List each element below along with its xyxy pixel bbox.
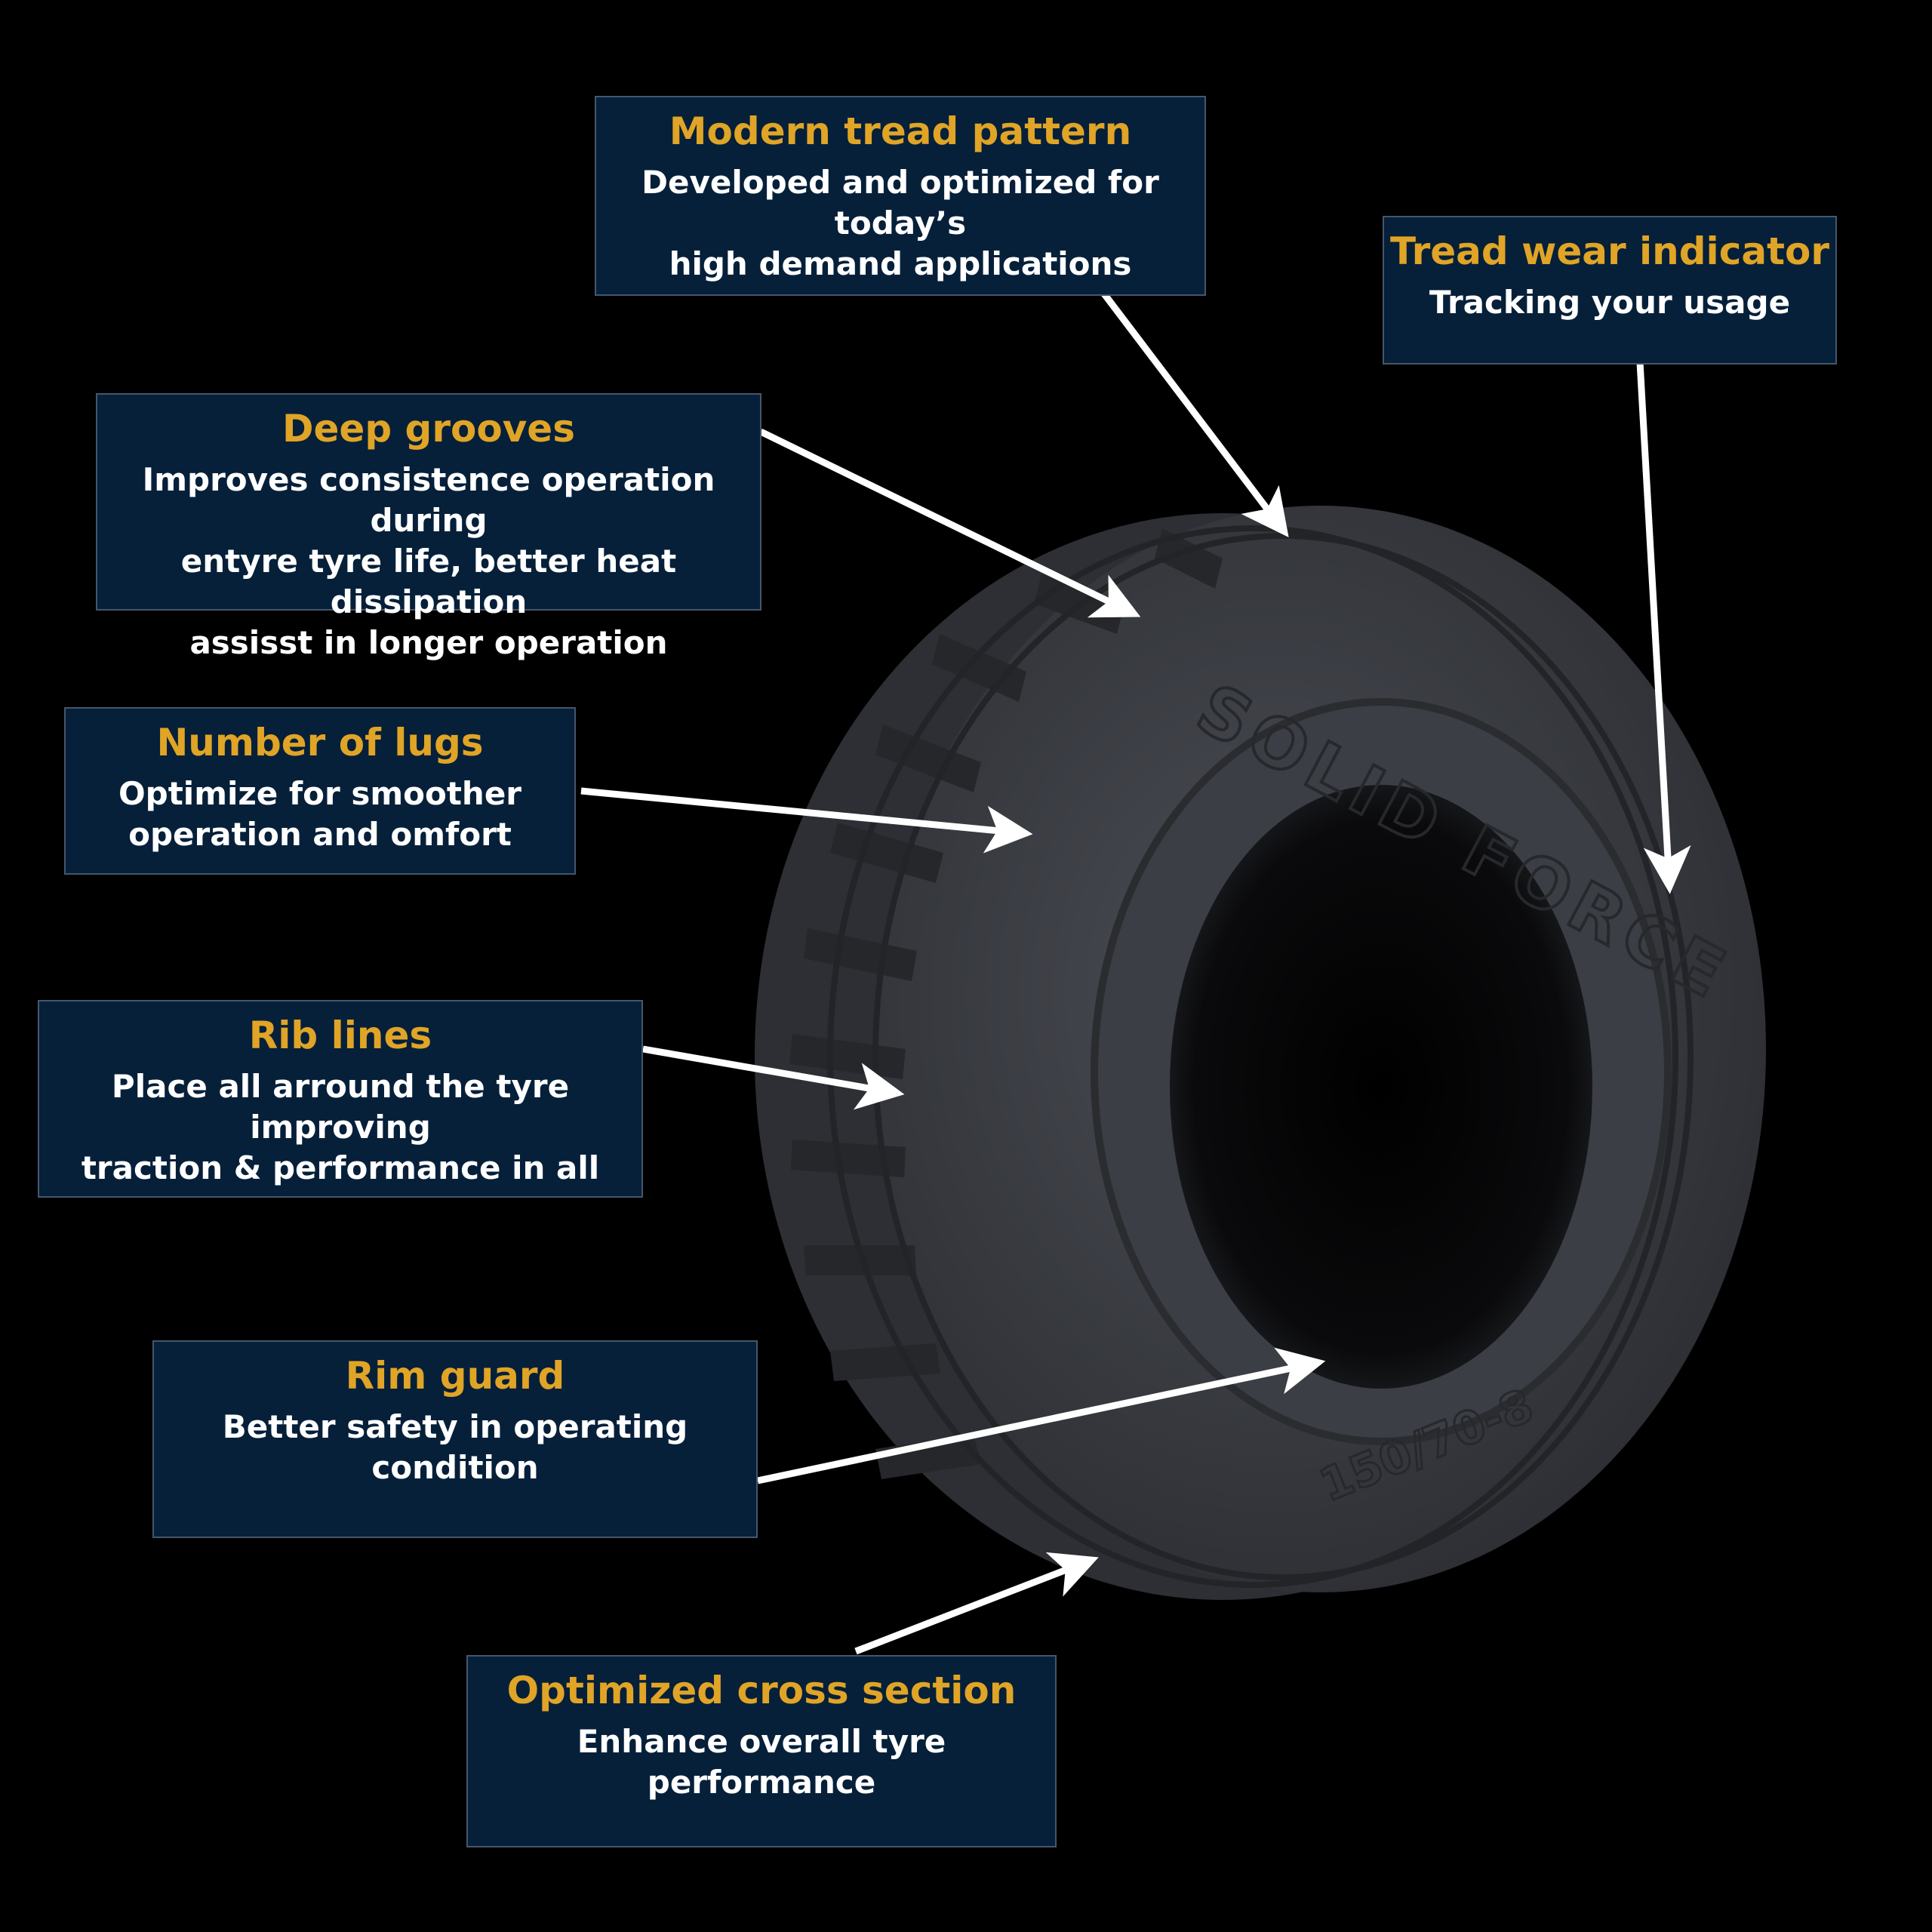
callout-optimized-cross-section: Optimized cross section Enhance overall … <box>466 1655 1057 1847</box>
arrow-deep-grooves <box>759 428 1141 618</box>
callout-modern-tread-pattern: Modern tread pattern Developed and optim… <box>595 96 1206 296</box>
callout-title: Optimized cross section <box>506 1669 1017 1712</box>
callout-title: Tread wear indicator <box>1390 229 1829 273</box>
callout-deep-grooves: Deep grooves Improves consistence operat… <box>96 393 761 661</box>
tyre: SOLID FORCE 150/70-8 <box>755 506 1766 1600</box>
callout-description: Tracking your usage <box>1429 284 1791 321</box>
callout-title: Rib lines <box>248 1014 432 1057</box>
callout-title: Deep grooves <box>282 407 575 451</box>
arrow-rim-guard <box>757 1347 1326 1484</box>
callout-title: Modern tread pattern <box>669 109 1132 153</box>
callout-description: Enhance overall tyre performance <box>577 1723 946 1801</box>
arrow-rib-lines <box>642 1045 905 1110</box>
arrow-cross-section <box>854 1552 1099 1655</box>
callout-description: Improves consistence operation during en… <box>142 461 715 661</box>
callout-title: Rim guard <box>345 1354 565 1398</box>
callout-rib-lines: Rib lines Place all arround the tyre imp… <box>38 1000 643 1198</box>
pointer-arrows <box>580 291 1691 1655</box>
callout-description: Place all arround the tyre improving tra… <box>81 1068 600 1186</box>
callout-number-of-lugs: Number of lugs Optimize for smoother ope… <box>64 707 576 875</box>
callout-description: Better safety in operating condition <box>222 1408 688 1486</box>
arrow-modern-tread <box>1100 291 1289 538</box>
callout-title: Number of lugs <box>156 721 484 764</box>
arrow-tread-wear <box>1636 361 1691 894</box>
callout-description: Developed and optimized for today’s high… <box>641 164 1159 282</box>
tyre-bore <box>1170 785 1592 1389</box>
callout-rim-guard: Rim guard Better safety in operating con… <box>152 1340 758 1538</box>
arrow-lugs <box>580 787 1033 854</box>
callout-tread-wear-indicator: Tread wear indicator Tracking your usage <box>1383 216 1837 365</box>
callout-description: Optimize for smoother operation and omfo… <box>118 775 522 853</box>
